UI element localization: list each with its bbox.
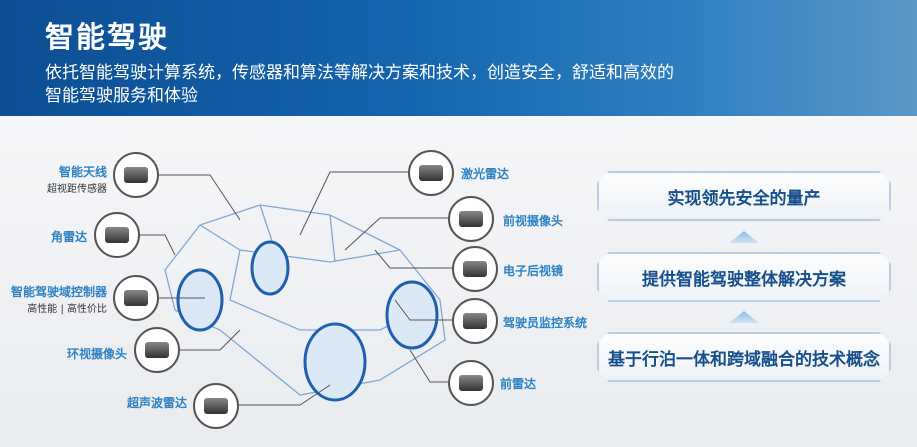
smart-antenna-icon: [113, 152, 159, 198]
front-radar-icon: [448, 360, 494, 406]
header-banner: 智能驾驶 依托智能驾驶计算系统，传感器和算法等解决方案和技术，创造安全，舒适和高…: [0, 0, 917, 116]
driver-monitor-icon: [452, 298, 498, 344]
label-ultrasonic-radar: 超声波雷达: [126, 396, 187, 410]
e-mirror-icon: [452, 246, 498, 292]
car-wheels: [176, 240, 439, 402]
label-driver-monitor: 驾驶员监控系统: [503, 316, 588, 330]
pyramid-level-bottom: 基于行泊一体和跨域融合的技术概念: [597, 332, 891, 382]
label-front-camera: 前视摄像头: [503, 214, 564, 228]
label-corner-radar: 角雷达: [50, 230, 87, 244]
label-e-mirror: 电子后视镜: [503, 264, 564, 278]
label-front-radar: 前雷达: [500, 377, 537, 391]
label-domain-controller: 智能驾驶域控制器高性能 | 高性价比: [10, 285, 107, 315]
lidar-icon: [408, 150, 454, 196]
label-surround-camera: 环视摄像头: [66, 347, 127, 361]
subtitle-line-1: 依托智能驾驶计算系统，传感器和算法等解决方案和技术，创造安全，舒适和高效的: [45, 63, 674, 83]
corner-radar-icon: [94, 212, 140, 258]
front-camera-icon: [448, 196, 494, 242]
label-smart-antenna: 智能天线超视距传感器: [47, 165, 107, 195]
page-title: 智能驾驶: [45, 20, 170, 54]
ultrasonic-radar-icon: [193, 383, 239, 429]
label-lidar: 激光雷达: [461, 167, 510, 181]
subtitle-line-2: 智能驾驶服务和体验: [45, 86, 198, 106]
leader-lines: [138, 171, 452, 406]
pyramid-level-top: 实现领先安全的量产: [597, 171, 891, 221]
domain-controller-icon: [113, 275, 159, 321]
pyramid-level-middle: 提供智能驾驶整体解决方案: [597, 252, 891, 302]
surround-camera-icon: [134, 327, 180, 373]
